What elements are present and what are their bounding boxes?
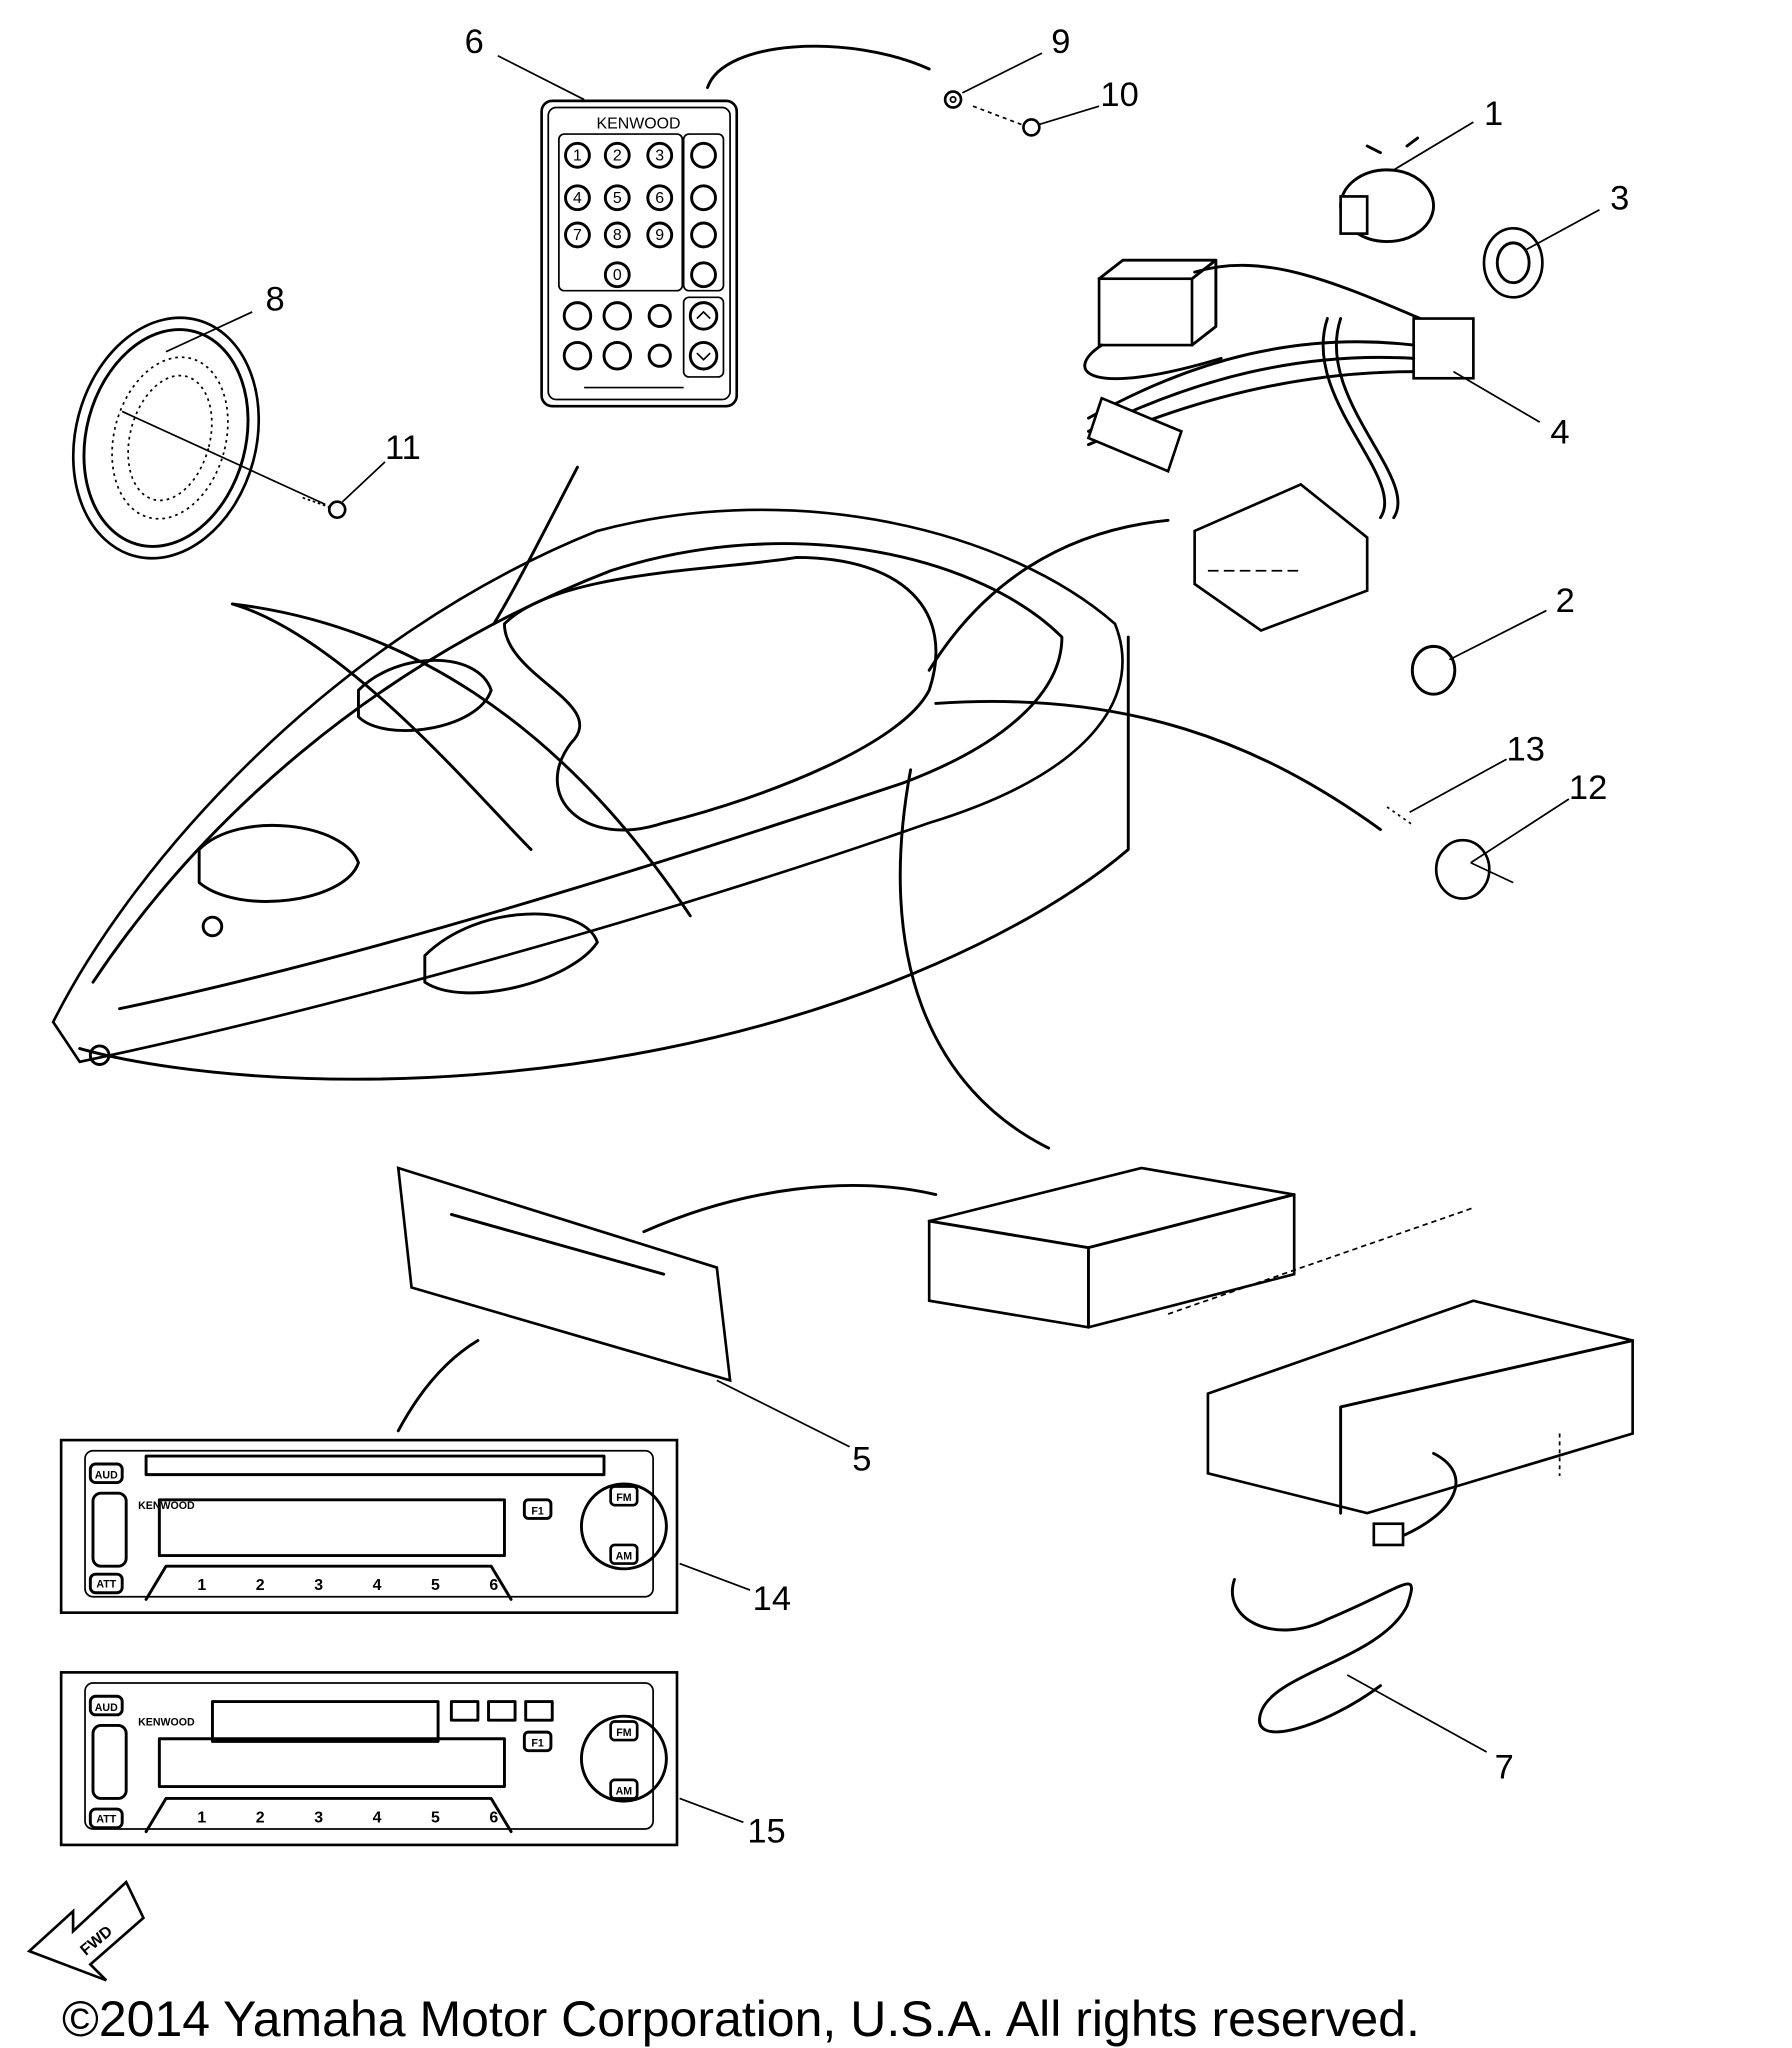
- callout-14: 14: [753, 1580, 791, 1618]
- radio15-am-label: AM: [616, 1785, 633, 1797]
- remote-key-label: 2: [613, 148, 622, 165]
- remote-key-label: 9: [655, 227, 664, 244]
- screw-11: [302, 496, 347, 519]
- callout-6: 6: [465, 23, 484, 61]
- callout-7: 7: [1495, 1749, 1514, 1787]
- remote-key-label: 8: [613, 227, 622, 244]
- remote-key-label: 6: [655, 190, 664, 207]
- radio15-brand: KENWOOD: [138, 1716, 195, 1728]
- callout-10: 10: [1100, 76, 1138, 114]
- mounting-sleeve: [927, 1166, 1296, 1329]
- preset-button-label: 5: [431, 1577, 440, 1594]
- remote-key-label: 3: [655, 148, 664, 165]
- remote-key-9: [646, 221, 674, 249]
- clamp-1: [1339, 136, 1436, 244]
- remote-key-6: [646, 184, 674, 212]
- remote-key-label: 1: [573, 148, 582, 165]
- grommet-3: [1482, 226, 1544, 299]
- preset-button-label: 3: [314, 1809, 323, 1826]
- callout-4: 4: [1550, 413, 1569, 451]
- callout-8: 8: [266, 281, 285, 319]
- leader-lines: [165, 52, 1600, 1824]
- remote-key-label: 0: [613, 267, 622, 284]
- preset-button-label: 2: [256, 1577, 265, 1594]
- radio14-aud-label: AUD: [95, 1470, 118, 1482]
- callout-15: 15: [747, 1812, 785, 1850]
- washer-9: [943, 90, 963, 109]
- radio-faceplate-15: AUD ATT KENWOOD F1 FM AM 1 2 3 4 5 6: [59, 1671, 679, 1847]
- radio15-fm-label: FM: [616, 1727, 631, 1739]
- radio14-am-label: AM: [616, 1551, 633, 1563]
- remote-brand: KENWOOD: [597, 116, 681, 133]
- callout-1: 1: [1484, 95, 1503, 133]
- radio15-att-label: ATT: [96, 1813, 116, 1825]
- faceplate-5: [396, 1166, 732, 1383]
- clip-2: [1410, 644, 1457, 696]
- assembly-arrows: [230, 465, 1382, 1433]
- fwd-arrow: FWD: [26, 1879, 146, 1982]
- preset-button-label: 6: [489, 1577, 498, 1594]
- remote-key-7: [564, 221, 591, 249]
- preset-button-label: 4: [373, 1809, 382, 1826]
- remote-key-0: [603, 261, 631, 289]
- preset-button-label: 4: [373, 1577, 382, 1594]
- preset-button-label: 3: [314, 1577, 323, 1594]
- radio14-att-label: ATT: [96, 1578, 116, 1590]
- callout-2: 2: [1556, 582, 1575, 620]
- remote-key-2: [603, 141, 631, 169]
- radio14-brand: KENWOOD: [138, 1500, 195, 1512]
- remote-key-1: [564, 141, 591, 169]
- preset-button-label: 6: [489, 1809, 498, 1826]
- callout-5: 5: [852, 1441, 871, 1479]
- callout-9: 9: [1051, 23, 1070, 61]
- callout-13: 13: [1507, 731, 1545, 769]
- callout-12: 12: [1569, 769, 1607, 807]
- preset-button-label: 1: [197, 1809, 206, 1826]
- remote-control: KENWOOD 1 2 3 4 5 6 7 8 9 0: [540, 99, 739, 408]
- copyright-notice: ©2014 Yamaha Motor Corporation, U.S.A. A…: [62, 1991, 1420, 2047]
- remote-key-label: 4: [573, 190, 582, 207]
- remote-key-4: [564, 184, 591, 212]
- preset-button-label: 2: [256, 1809, 265, 1826]
- radio14-f1-label: F1: [531, 1505, 543, 1517]
- head-unit-chassis: [1167, 1207, 1635, 1547]
- callout-3: 3: [1610, 180, 1629, 218]
- remote-cord-arrow: [706, 44, 931, 90]
- remote-key-8: [603, 221, 631, 249]
- remote-key-5: [603, 184, 631, 212]
- screw-10: [972, 105, 1041, 137]
- callout-11: 11: [385, 429, 421, 467]
- radio15-aud-label: AUD: [95, 1702, 118, 1714]
- screw-13: [1386, 806, 1415, 827]
- boat-hull: [51, 508, 1130, 1081]
- speaker-grille: [71, 316, 326, 560]
- plate-12: [1434, 838, 1491, 900]
- radio15-f1-label: F1: [531, 1738, 543, 1750]
- radio14-fm-label: FM: [616, 1492, 631, 1504]
- preset-button-label: 5: [431, 1809, 440, 1826]
- preset-button-label: 1: [197, 1577, 206, 1594]
- remote-key-3: [646, 141, 674, 169]
- wire-harness: [1083, 258, 1475, 632]
- antenna-7: [1231, 1578, 1413, 1734]
- remote-key-label: 5: [613, 190, 622, 207]
- remote-key-label: 7: [573, 227, 582, 244]
- radio-faceplate-14: AUD ATT KENWOOD F1 FM AM 1 2 3 4 5 6: [59, 1438, 679, 1614]
